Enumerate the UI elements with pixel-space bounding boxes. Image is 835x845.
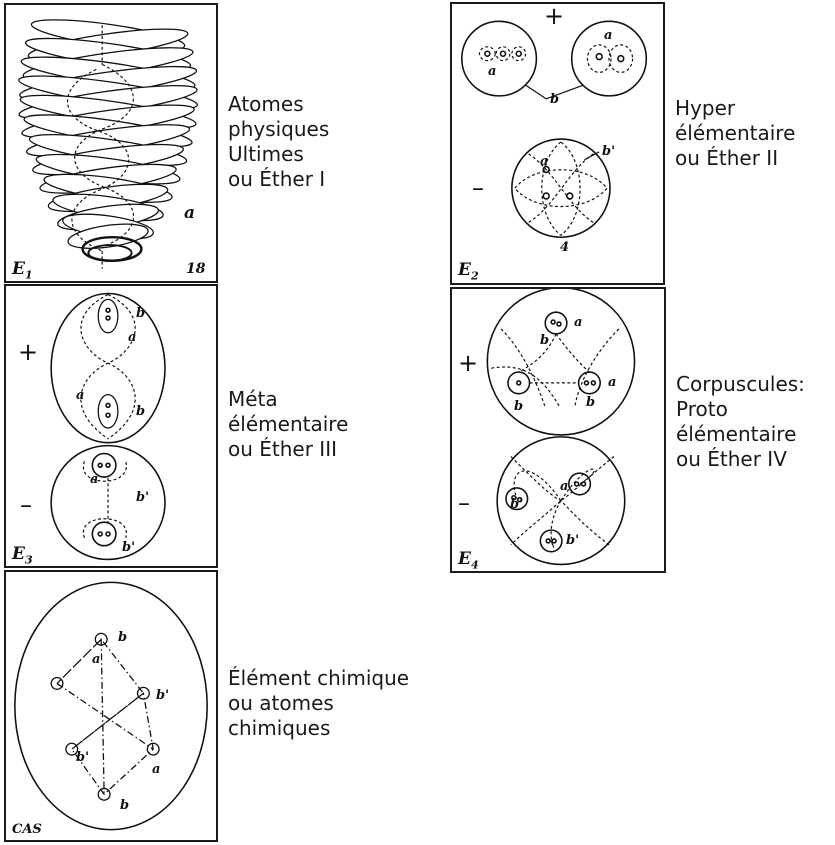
panel-e1: a E1 18 (4, 3, 218, 283)
e4-mark-b2: b (514, 399, 524, 414)
caption-e2-line-2: élémentaire (675, 121, 796, 145)
caption-e4-line-4: ou Éther IV (676, 447, 787, 471)
caption-cas: Élément chimique ou atomes chimiques (228, 666, 409, 741)
e3-minus-sign: – (20, 491, 32, 519)
e2-plus-sign: + (544, 2, 565, 30)
e2-number: 4 (560, 240, 570, 255)
e2-minus-sign: – (472, 174, 484, 202)
e3-mark-b2: b (136, 404, 146, 419)
panel-e2: + – a a b b' a 4 E2 (450, 2, 665, 285)
e3-mark-bp2: b' (122, 540, 136, 555)
e4-mark-a2: a (608, 375, 617, 390)
e3-mark-a1: a (128, 330, 137, 345)
cas-mark-b1: b (118, 630, 128, 645)
e1-panel-label: E1 (12, 259, 33, 281)
e3-label-main: E (12, 544, 25, 564)
e3-mark-a3: a (90, 472, 99, 487)
e4-label-sub: 4 (470, 558, 479, 572)
caption-e2: Hyper élémentaire ou Éther II (675, 96, 795, 171)
caption-e1-line-2: physiques (228, 117, 330, 141)
e1-mark-a: a (184, 203, 196, 223)
ultimate-atom-coil-figure (18, 19, 199, 269)
meta-elementary-figure (50, 292, 166, 561)
e4-mark-a1: a (574, 315, 583, 330)
cas-mark-bp2: b' (76, 750, 90, 765)
cas-mark-bp1: b' (156, 688, 170, 703)
caption-e4: Corpuscules: Proto élémentaire ou Éther … (676, 372, 805, 472)
e3-panel-label: E3 (12, 544, 33, 566)
e4-mark-bp1: b' (510, 497, 524, 512)
e4-mark-b1: b (540, 333, 550, 348)
caption-e2-line-3: ou Éther II (675, 146, 779, 170)
cas-panel-label: CAS (12, 822, 42, 837)
e3-plus-sign: + (18, 338, 39, 366)
hyper-elementary-figure (461, 20, 648, 239)
e2-mark-b: b (550, 92, 560, 107)
proto-elementary-figure (486, 289, 636, 566)
e1-number: 18 (186, 261, 206, 277)
e3-mark-bp1: b' (136, 490, 150, 505)
e4-panel-label: E4 (458, 549, 479, 571)
cas-mark-a1: a (92, 652, 101, 667)
caption-e4-line-3: élémentaire (676, 422, 797, 446)
panel-e3: + – b a a b a b' b' E3 (4, 284, 218, 568)
caption-cas-line-1: Élément chimique (228, 666, 410, 690)
e2-mark-b-prime: b' (602, 144, 616, 159)
caption-e3-line-1: Méta (228, 387, 278, 411)
e2-mark-a1: a (488, 64, 497, 79)
e4-mark-a3: a (560, 479, 569, 494)
caption-e3-line-3: ou Éther III (228, 437, 338, 461)
e2-panel-label: E2 (458, 260, 479, 282)
caption-e1-line-1: Atomes (228, 92, 304, 116)
caption-e3-line-2: élémentaire (228, 412, 349, 436)
e3-mark-a2: a (76, 388, 85, 403)
caption-e4-line-1: Corpuscules: (676, 372, 805, 396)
panel-e4: + – a b b a b a b' b' E4 (450, 287, 666, 573)
e1-label-sub: 1 (24, 268, 33, 282)
e1-label-main: E (12, 259, 25, 279)
caption-e4-line-2: Proto (676, 397, 728, 421)
caption-cas-line-2: ou atomes (228, 691, 334, 715)
caption-e2-line-1: Hyper (675, 96, 736, 120)
e4-mark-b3: b (586, 395, 596, 410)
e2-label-main: E (458, 260, 471, 280)
caption-cas-line-3: chimiques (228, 716, 331, 740)
cas-mark-a2: a (152, 762, 161, 777)
e2-label-sub: 2 (470, 269, 479, 283)
chemical-element-figure (14, 581, 208, 831)
e4-plus-sign: + (458, 349, 479, 377)
e4-label-main: E (458, 549, 471, 569)
e3-mark-b1: b (136, 306, 146, 321)
caption-e1-line-4: ou Éther I (228, 167, 326, 191)
e4-minus-sign: – (458, 489, 470, 517)
cas-mark-b2: b (120, 798, 130, 813)
caption-e3: Méta élémentaire ou Éther III (228, 387, 348, 462)
caption-e1: Atomes physiques Ultimes ou Éther I (228, 92, 329, 192)
e2-mark-a3: a (540, 154, 549, 169)
e4-mark-bp2: b' (566, 533, 580, 548)
panel-cas: b a b' b' a b CAS (4, 570, 218, 842)
caption-e1-line-3: Ultimes (228, 142, 304, 166)
e2-mark-a2: a (604, 28, 613, 43)
e3-label-sub: 3 (24, 553, 33, 567)
